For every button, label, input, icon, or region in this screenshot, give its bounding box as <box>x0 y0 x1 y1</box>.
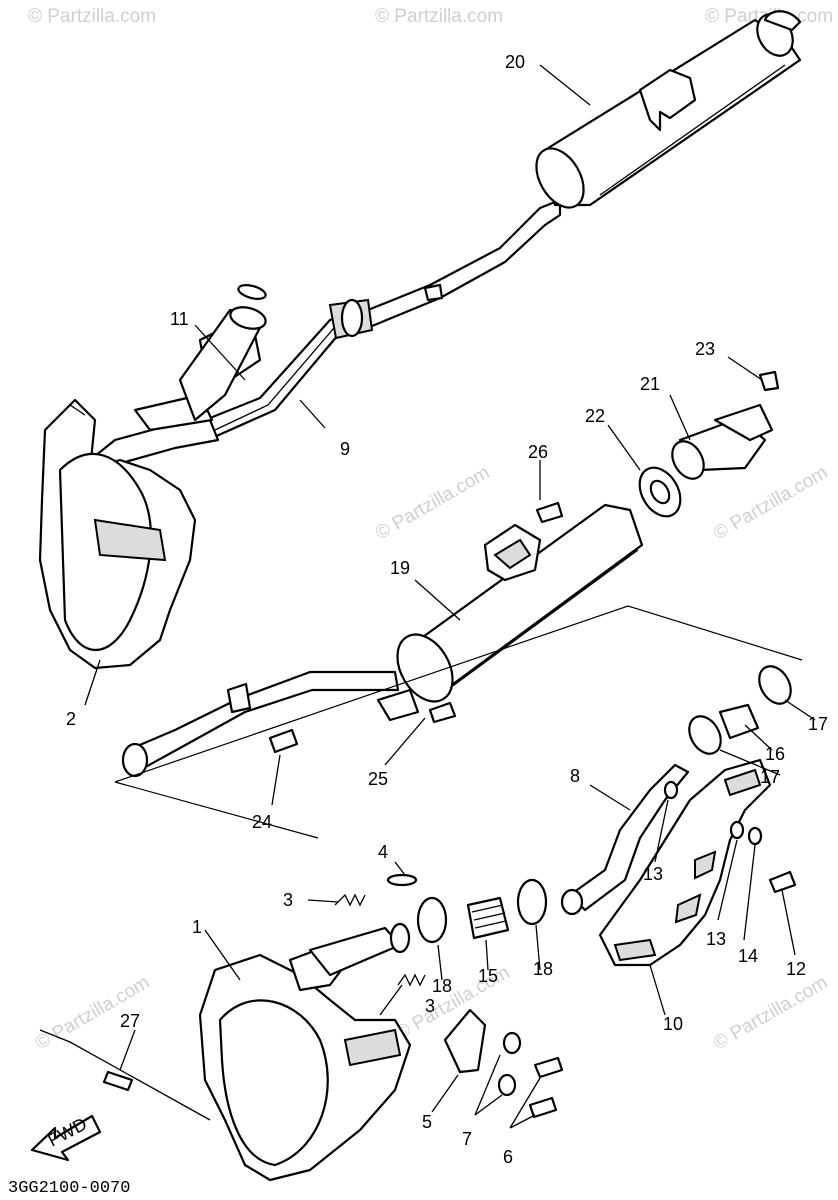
assembly-outline <box>114 605 803 839</box>
watermark: © Partzilla.com <box>710 972 831 1054</box>
callout-5: 5 <box>422 1112 432 1132</box>
callout-23: 23 <box>695 339 715 359</box>
callout-3-lower: 3 <box>425 996 435 1016</box>
callout-9: 9 <box>340 439 350 459</box>
fwd-arrow: FWD <box>30 1114 102 1162</box>
callout-17-lower: 17 <box>760 767 780 787</box>
callout-17-upper: 17 <box>808 714 828 734</box>
callout-20: 20 <box>505 52 525 72</box>
lower-muffler-assembly <box>121 503 644 778</box>
diagram-code: 3GG2100-0070 <box>8 1179 130 1198</box>
watermark: © Partzilla.com <box>28 6 156 27</box>
callout-4: 4 <box>378 842 388 862</box>
callout-16: 16 <box>765 744 785 764</box>
callout-labels: 20 11 9 23 21 22 26 19 2 24 25 17 16 17 … <box>66 52 828 1167</box>
callout-26: 26 <box>528 442 548 462</box>
heat-guard-parts <box>560 758 772 967</box>
callout-2: 2 <box>66 709 76 729</box>
callout-11: 11 <box>170 309 189 329</box>
callout-13-left: 13 <box>643 864 663 884</box>
callout-12: 12 <box>786 959 806 979</box>
hardware-parts <box>39 501 797 1121</box>
callout-10: 10 <box>663 1014 683 1034</box>
callout-24: 24 <box>252 812 272 832</box>
callout-25: 25 <box>368 769 388 789</box>
callout-13-right: 13 <box>706 929 726 949</box>
callout-6: 6 <box>503 1147 513 1167</box>
callout-1: 1 <box>192 917 202 937</box>
callout-14: 14 <box>738 946 758 966</box>
leader-lines <box>84 64 816 1129</box>
watermark: © Partzilla.com <box>372 462 493 544</box>
callout-18-right: 18 <box>533 959 553 979</box>
callout-8: 8 <box>570 766 580 786</box>
callout-22: 22 <box>585 406 605 426</box>
callout-21: 21 <box>640 374 660 394</box>
watermark: © Partzilla.com <box>710 462 831 544</box>
callout-15: 15 <box>478 966 498 986</box>
watermark: © Partzilla.com <box>375 6 503 27</box>
callout-18-left: 18 <box>432 976 452 996</box>
expansion-chamber-upper <box>38 284 267 670</box>
end-cap-assembly <box>638 370 780 518</box>
callout-7: 7 <box>462 1129 472 1149</box>
callout-27: 27 <box>120 1011 140 1031</box>
callout-19: 19 <box>390 558 410 578</box>
expansion-chamber-lower <box>198 922 412 1182</box>
callout-3-upper: 3 <box>283 890 293 910</box>
